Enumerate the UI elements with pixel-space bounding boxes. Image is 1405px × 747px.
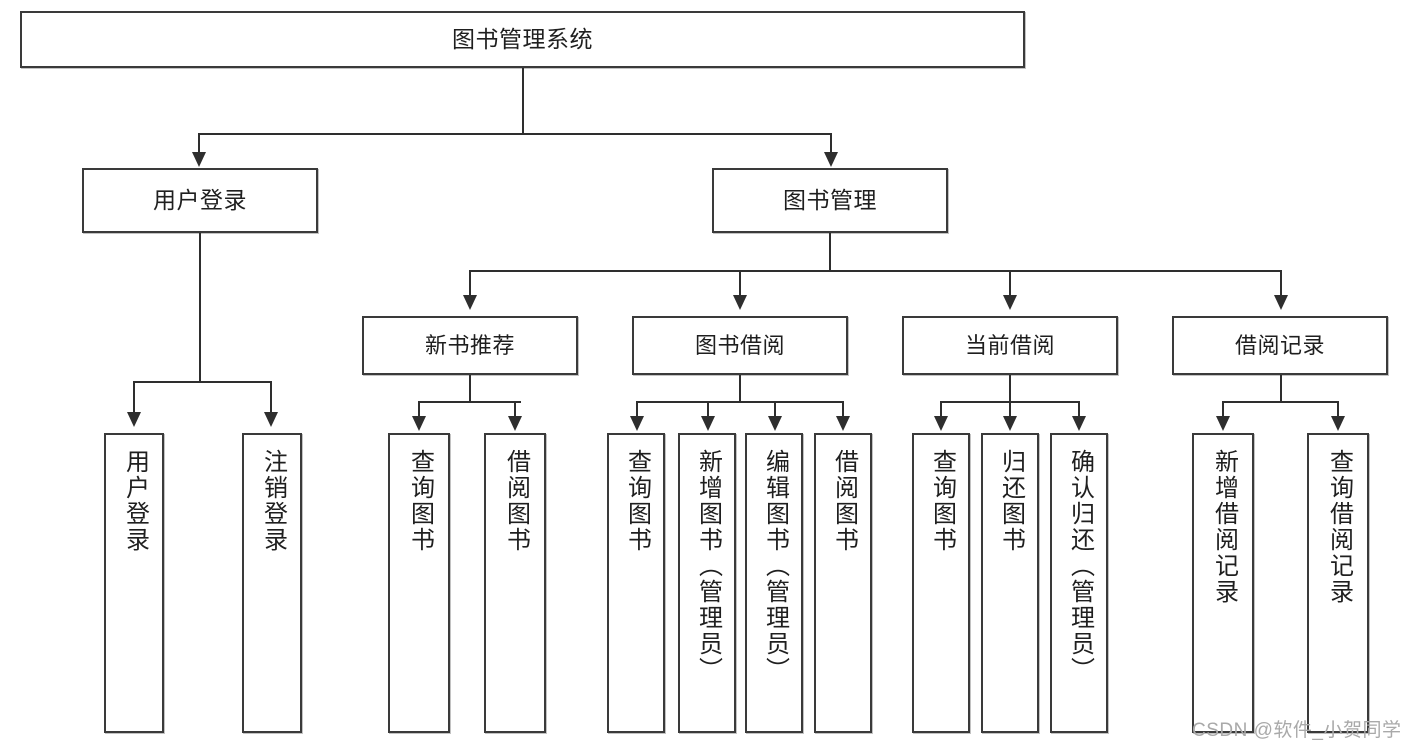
node-book-borrow[interactable]: 图书借阅 [632,316,848,375]
node-label: 新书推荐 [424,332,515,358]
connector-to-current-borrow [1009,270,1011,296]
leaf-user-login[interactable]: 用户登录 [104,433,164,733]
node-label: 借阅记录 [1234,332,1325,358]
arrowhead-bb-leaf4 [836,416,850,431]
node-label: 注销登录 [259,449,287,553]
node-label: 查询图书 [928,449,956,553]
node-borrow-record[interactable]: 借阅记录 [1172,316,1388,375]
connector-bb-leaf4 [842,401,844,417]
arrowhead-leaf-user-login [127,412,141,427]
connector-user-login-leaf1 [133,381,135,413]
connector-new-book-leaf1 [418,401,420,417]
arrowhead-cb-leaf1 [934,416,948,431]
node-user-login[interactable]: 用户登录 [82,168,318,233]
connector-root-to-book-mgmt [830,133,832,153]
arrowhead-cb-leaf2 [1003,416,1017,431]
connector-new-book-stem [469,375,471,402]
connector-bb-leaf3 [774,401,776,417]
connector-cb-leaf1 [940,401,942,417]
node-book-management[interactable]: 图书管理 [712,168,948,233]
connector-bb-leaf2 [707,401,709,417]
node-system-root[interactable]: 图书管理系统 [20,11,1025,68]
leaf-logout[interactable]: 注销登录 [242,433,302,733]
leaf-bb-edit-book-admin[interactable]: 编辑图书（管理员） [745,433,803,733]
node-label: 用户登录 [121,449,149,553]
node-new-book-recommend[interactable]: 新书推荐 [362,316,578,375]
node-label: 图书管理系统 [452,26,593,53]
leaf-cb-return-book[interactable]: 归还图书 [981,433,1039,733]
connector-root-stem [522,68,524,134]
arrowhead-new-book [463,295,477,310]
node-label: 借阅图书 [502,449,530,553]
arrowhead-bb-leaf3 [768,416,782,431]
leaf-bb-borrow-book[interactable]: 借阅图书 [814,433,872,733]
connector-book-borrow-bus [636,401,844,403]
node-label: 图书管理 [783,187,877,214]
connector-new-book-leaf2 [514,401,516,417]
connector-book-mgmt-stem [829,233,831,271]
arrowhead-user-login [192,152,206,167]
arrowhead-book-mgmt [824,152,838,167]
node-label: 归还图书 [997,449,1025,553]
connector-to-new-book [469,270,471,296]
node-label: 确认归还（管理员） [1066,449,1094,683]
connector-user-login-stem [199,233,201,382]
node-label: 查询借阅记录 [1325,449,1353,605]
connector-current-borrow-stem [1009,375,1011,402]
leaf-bb-query-book[interactable]: 查询图书 [607,433,665,733]
arrowhead-nb-leaf1 [412,416,426,431]
leaf-cb-query-book[interactable]: 查询图书 [912,433,970,733]
node-label: 编辑图书（管理员） [761,449,789,683]
arrowhead-br-leaf2 [1331,416,1345,431]
node-label: 借阅图书 [830,449,858,553]
connector-cb-leaf2 [1009,401,1011,417]
connector-br-leaf2 [1337,401,1339,417]
leaf-br-query-record[interactable]: 查询借阅记录 [1307,433,1369,733]
arrowhead-bb-leaf1 [630,416,644,431]
node-label: 用户登录 [153,187,247,214]
arrowhead-bb-leaf2 [701,416,715,431]
leaf-br-add-record[interactable]: 新增借阅记录 [1192,433,1254,733]
node-label: 新增图书（管理员） [694,449,722,683]
connector-to-book-borrow [739,270,741,296]
arrowhead-current-borrow [1003,295,1017,310]
leaf-nb-borrow-book[interactable]: 借阅图书 [484,433,546,733]
connector-new-book-bus [418,401,521,403]
arrowhead-nb-leaf2 [508,416,522,431]
leaf-cb-confirm-return-admin[interactable]: 确认归还（管理员） [1050,433,1108,733]
node-current-borrow[interactable]: 当前借阅 [902,316,1118,375]
node-label: 当前借阅 [964,332,1055,358]
connector-user-login-bus [133,381,272,383]
arrowhead-book-borrow [733,295,747,310]
node-label: 查询图书 [406,449,434,553]
connector-borrow-record-bus [1222,401,1339,403]
arrowhead-borrow-record [1274,295,1288,310]
arrowhead-br-leaf1 [1216,416,1230,431]
leaf-nb-query-book[interactable]: 查询图书 [388,433,450,733]
connector-borrow-record-stem [1280,375,1282,402]
node-label: 查询图书 [623,449,651,553]
node-label: 新增借阅记录 [1210,449,1238,605]
arrowhead-cb-leaf3 [1072,416,1086,431]
connector-root-bus [198,133,832,135]
leaf-bb-add-book-admin[interactable]: 新增图书（管理员） [678,433,736,733]
connector-level3-bus [469,270,1282,272]
connector-user-login-leaf2 [270,381,272,413]
connector-book-borrow-stem [739,375,741,402]
arrowhead-leaf-logout [264,412,278,427]
node-label: 图书借阅 [694,332,785,358]
connector-bb-leaf1 [636,401,638,417]
connector-cb-leaf3 [1078,401,1080,417]
connector-to-borrow-record [1280,270,1282,296]
connector-root-to-user-login [198,133,200,153]
connector-br-leaf1 [1222,401,1224,417]
